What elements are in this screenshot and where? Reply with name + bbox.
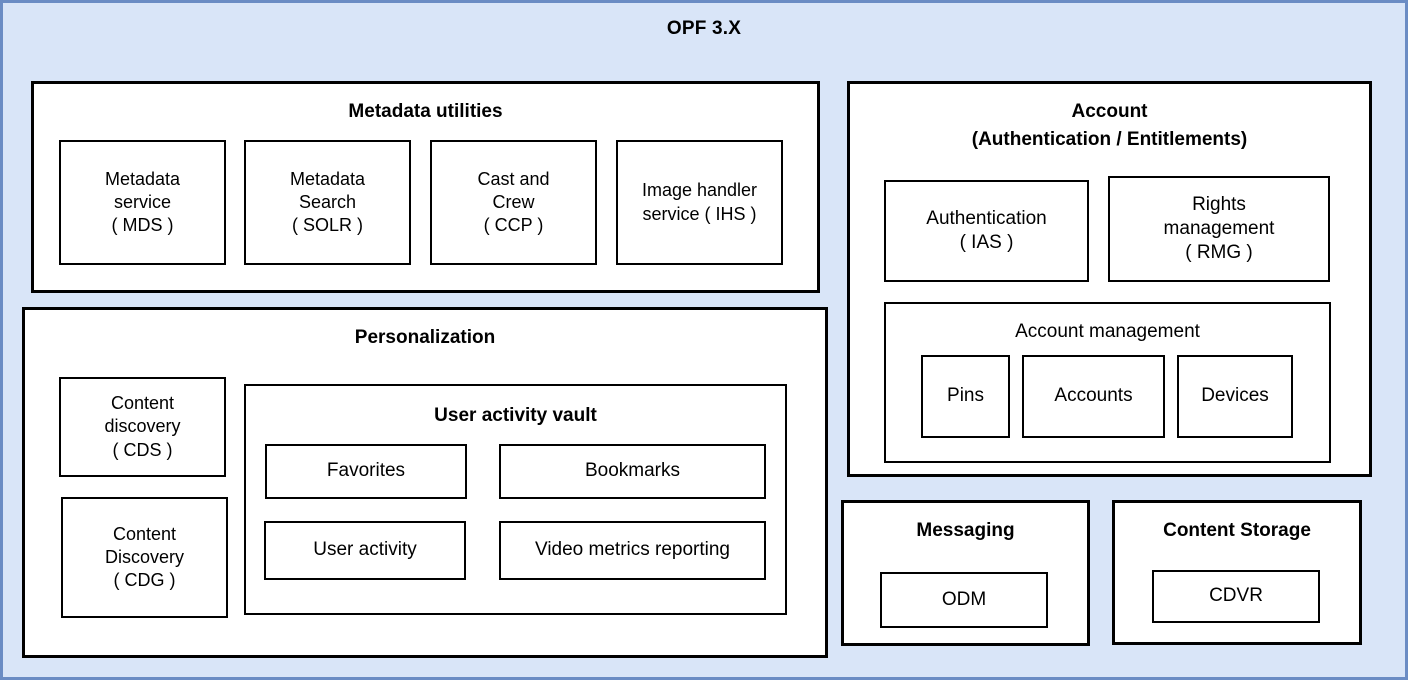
group-title-personalization: Personalization	[354, 327, 496, 348]
node-rights-management-rmg[interactable]: Rights management ( RMG )	[1108, 176, 1330, 282]
node-authentication-ias[interactable]: Authentication ( IAS )	[884, 180, 1089, 282]
node-accounts[interactable]: Accounts	[1022, 355, 1165, 438]
group-title-content-storage: Content Storage	[1163, 520, 1311, 541]
page-title: OPF 3.X	[666, 18, 742, 39]
node-pins[interactable]: Pins	[921, 355, 1010, 438]
group-title-account-management: Account management	[1015, 321, 1200, 342]
group-user-activity-vault: User activity vault	[244, 384, 787, 615]
node-cdvr[interactable]: CDVR	[1152, 570, 1320, 623]
node-odm[interactable]: ODM	[880, 572, 1048, 628]
node-cast-and-crew[interactable]: Cast and Crew ( CCP )	[430, 140, 597, 265]
group-title-account-line1: Account	[1071, 101, 1148, 122]
node-user-activity[interactable]: User activity	[264, 521, 466, 580]
group-title-account-line2: (Authentication / Entitlements)	[971, 129, 1248, 150]
node-bookmarks[interactable]: Bookmarks	[499, 444, 766, 499]
node-metadata-service[interactable]: Metadata service ( MDS )	[59, 140, 226, 265]
node-devices[interactable]: Devices	[1177, 355, 1293, 438]
group-title-messaging: Messaging	[916, 520, 1015, 541]
node-video-metrics-reporting[interactable]: Video metrics reporting	[499, 521, 766, 580]
node-image-handler-service[interactable]: Image handler service ( IHS )	[616, 140, 783, 265]
node-content-discovery-cds[interactable]: Content discovery ( CDS )	[59, 377, 226, 477]
group-title-metadata-utilities: Metadata utilities	[348, 101, 503, 122]
node-content-discovery-cdg[interactable]: Content Discovery ( CDG )	[61, 497, 228, 618]
group-title-user-activity-vault: User activity vault	[434, 405, 597, 426]
node-favorites[interactable]: Favorites	[265, 444, 467, 499]
node-metadata-search[interactable]: Metadata Search ( SOLR )	[244, 140, 411, 265]
